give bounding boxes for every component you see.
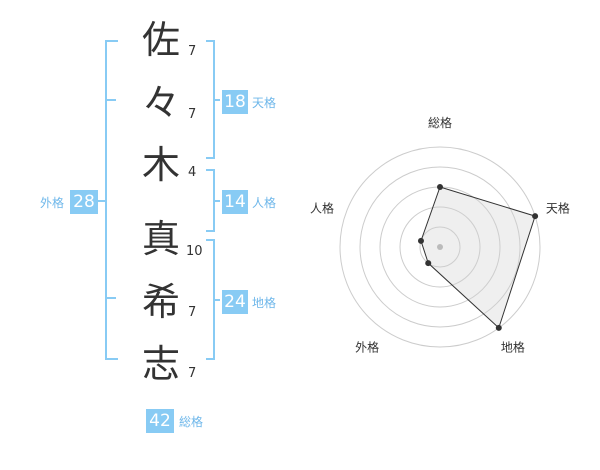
radar-point-4 xyxy=(425,260,432,267)
radar-axis-label-3: 地格 xyxy=(501,339,525,354)
radar-ring-4 xyxy=(359,166,521,328)
stroke-count-1: 7 xyxy=(188,44,197,59)
stroke-count-3: 4 xyxy=(188,165,197,180)
name-char-6: 志 xyxy=(141,342,180,386)
radar-axis-label-4: 外格 xyxy=(355,339,379,354)
radar-ring-2 xyxy=(399,206,481,288)
radar-point-1 xyxy=(437,184,443,190)
name-char-4: 真 xyxy=(141,217,180,261)
radar-ring-1 xyxy=(419,226,461,268)
name-char-3: 木 xyxy=(141,143,180,187)
gaikaku-value-badge: 28 xyxy=(70,190,98,214)
radar-axis-label-5: 人格 xyxy=(310,201,334,216)
jinkaku-label: 人格 xyxy=(252,196,277,210)
soukaku-value-badge: 42 xyxy=(146,409,174,433)
radar-point-2 xyxy=(532,213,539,220)
stroke-count-2: 7 xyxy=(188,107,197,122)
name-char-2: 々 xyxy=(141,81,180,125)
stroke-count-6: 7 xyxy=(188,366,197,381)
name-char-5: 希 xyxy=(141,280,180,324)
radar-point-3 xyxy=(495,324,502,331)
radar-axis-label-2: 天格 xyxy=(546,201,570,216)
stroke-count-5: 7 xyxy=(188,305,197,320)
gaikaku-label: 外格 xyxy=(40,196,65,210)
stroke-count-4: 10 xyxy=(186,244,203,259)
chikaku-label: 地格 xyxy=(252,296,277,310)
tenkaku-value-badge: 18 xyxy=(222,90,248,114)
radar-ring-5 xyxy=(339,146,541,348)
tenkaku-label: 天格 xyxy=(252,96,277,110)
chikaku-value-badge: 24 xyxy=(222,290,248,314)
radar-point-5 xyxy=(417,237,424,244)
radar-polygon xyxy=(420,186,536,329)
radar-axis-label-1: 総格 xyxy=(428,115,452,130)
name-char-1: 佐 xyxy=(141,18,180,62)
jinkaku-value-badge: 14 xyxy=(222,190,248,214)
soukaku-label: 総格 xyxy=(179,415,204,429)
radar-center-dot xyxy=(437,244,443,250)
